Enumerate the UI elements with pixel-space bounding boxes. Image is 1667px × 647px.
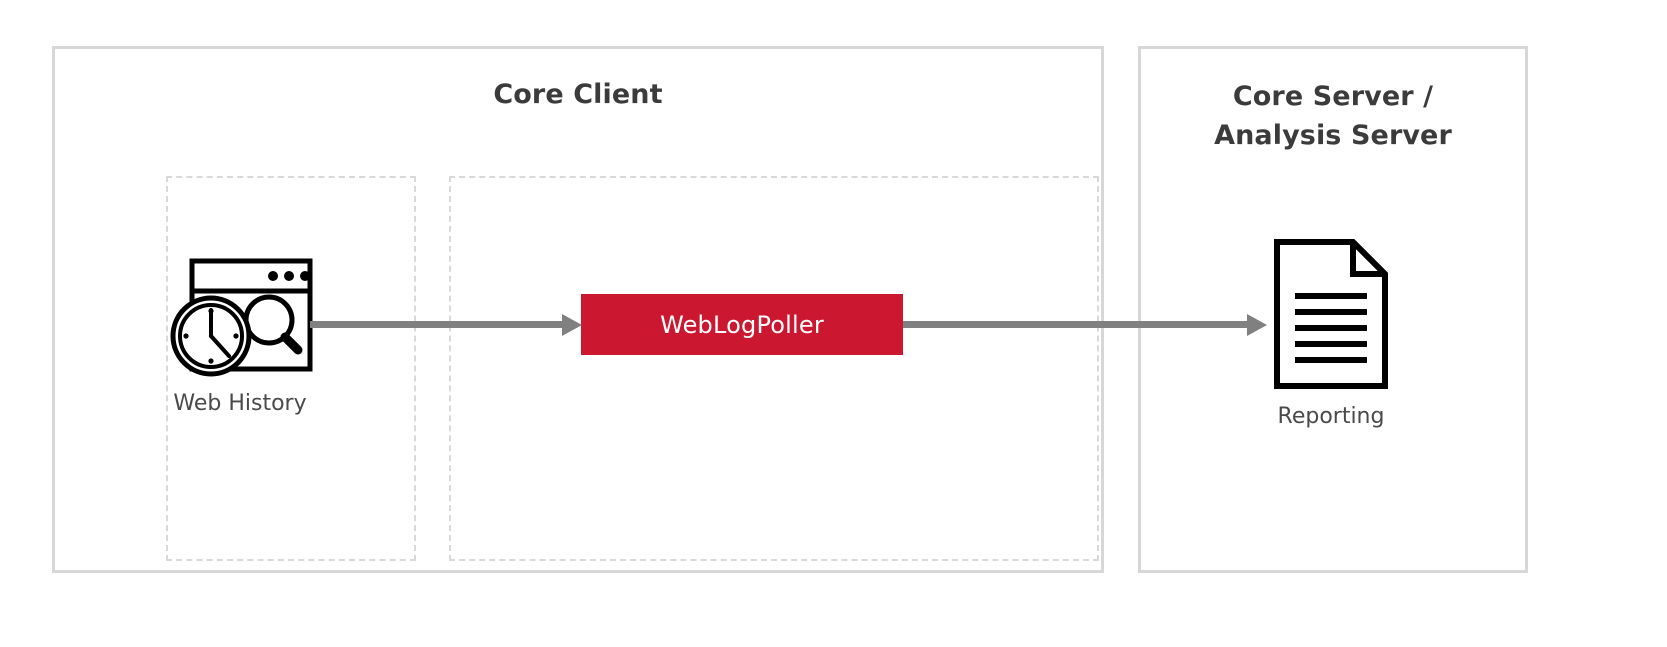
dashed-region-weblogpoller	[449, 176, 1099, 561]
node-reporting[interactable]: Reporting	[1240, 238, 1422, 429]
browser-clock-search-icon	[165, 253, 315, 383]
arrow-weblogpoller-to-reporting	[903, 321, 1248, 328]
arrow-web-history-to-weblogpoller	[310, 321, 563, 328]
node-reporting-label: Reporting	[1277, 404, 1385, 429]
node-web-history[interactable]: Web History	[150, 253, 330, 416]
dashed-region-web-history	[166, 176, 416, 561]
weblogpoller-label: WebLogPoller	[660, 310, 824, 339]
weblogpoller-box[interactable]: WebLogPoller	[581, 294, 903, 355]
document-report-icon	[1273, 238, 1389, 390]
panel-core-client-title: Core Client	[493, 79, 663, 110]
panel-core-server-title: Core Server / Analysis Server	[1214, 81, 1452, 152]
node-web-history-label: Web History	[173, 391, 307, 416]
